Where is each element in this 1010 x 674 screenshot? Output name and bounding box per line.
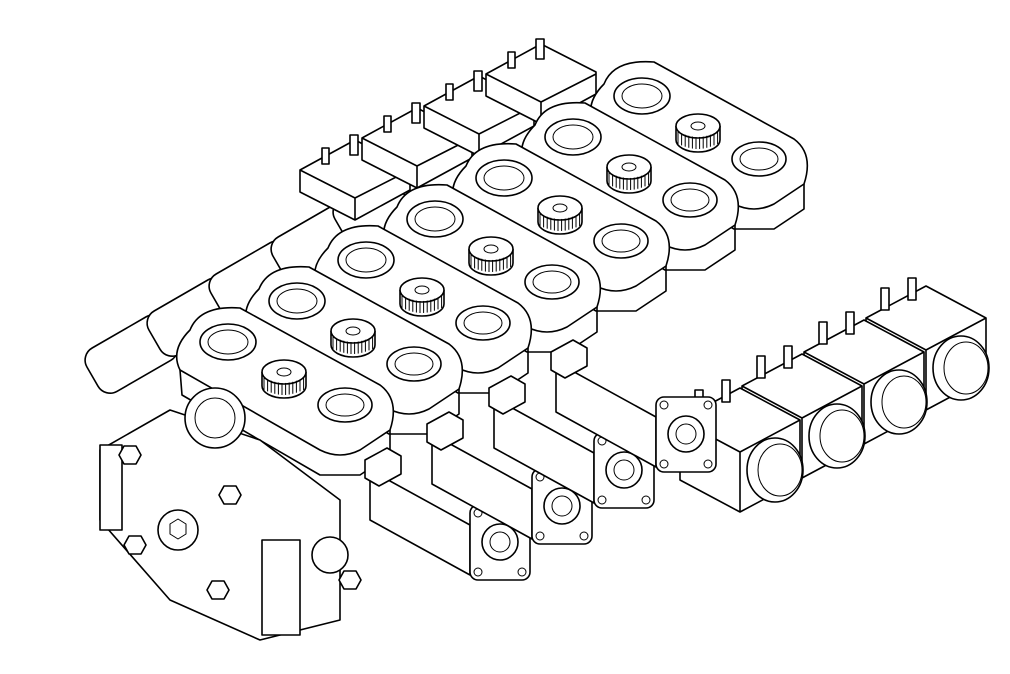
port-circle-inner <box>483 165 525 191</box>
bolt-head <box>597 495 607 505</box>
spool-end-hole <box>551 495 573 517</box>
connector-pin <box>535 38 545 60</box>
connector-pin <box>473 70 483 92</box>
connector-pin <box>349 134 359 156</box>
port-circle-inner <box>739 147 779 171</box>
coil-end-face <box>943 341 989 395</box>
connector-edges <box>361 137 473 188</box>
coil-end-face <box>757 443 803 497</box>
mounting-foot <box>99 444 123 531</box>
hex-nut <box>338 570 362 590</box>
knob-center <box>276 367 292 377</box>
valve-section <box>313 224 533 394</box>
connector-pin <box>880 287 890 311</box>
spool-end-hole <box>675 423 697 445</box>
spool-cap <box>488 375 655 509</box>
connector-pin <box>756 355 766 379</box>
bolt-head <box>703 459 713 469</box>
inlet-cover <box>99 387 362 641</box>
spool-end-hole <box>489 531 511 553</box>
hex-nut <box>118 445 142 465</box>
connector-pin <box>411 102 421 124</box>
port-circle-inner <box>532 270 572 294</box>
mounting-foot <box>261 539 301 636</box>
hex-nut <box>218 485 242 505</box>
port-circle-inner <box>463 311 503 335</box>
valve-section <box>451 142 671 312</box>
hex-fitting <box>426 411 464 451</box>
port-circle-inner <box>621 83 663 109</box>
port-circle-inner <box>345 247 387 273</box>
port-circle-inner <box>670 188 710 212</box>
knob-center <box>414 285 430 295</box>
front-layer <box>99 277 990 641</box>
connector-pin <box>783 345 793 369</box>
bolt-head <box>473 567 483 577</box>
connector-pin <box>721 379 731 403</box>
hex-nut <box>206 580 230 600</box>
knob-center <box>483 244 499 254</box>
knob-center <box>690 121 706 131</box>
gauge-port <box>311 536 349 574</box>
inlet-port-inner <box>194 397 236 439</box>
bolt-head <box>659 459 669 469</box>
hex-socket <box>169 518 187 540</box>
hex-nut <box>123 535 147 555</box>
bolt-head <box>535 531 545 541</box>
valve-section <box>382 183 602 353</box>
coil-end-face <box>819 409 865 463</box>
bolt-head <box>641 495 651 505</box>
port-circle-inner <box>207 329 249 355</box>
port-circle-inner <box>552 124 594 150</box>
port-circle-inner <box>325 393 365 417</box>
hex-fitting <box>364 447 402 487</box>
connector-edges <box>299 169 411 220</box>
bolt-head <box>579 531 589 541</box>
valve-section <box>244 265 464 435</box>
connector-pin <box>383 115 392 133</box>
bolt-head <box>659 400 669 410</box>
connector-pin <box>445 83 454 101</box>
spool-end-hole <box>613 459 635 481</box>
valve-sections <box>175 60 809 476</box>
connector-pin <box>907 277 917 301</box>
knob-center <box>621 162 637 172</box>
bolt-head <box>703 400 713 410</box>
knob-center <box>552 203 568 213</box>
port-circle-inner <box>414 206 456 232</box>
connector-pin <box>507 51 516 69</box>
connector-pin <box>818 321 828 345</box>
hex-fitting <box>488 375 526 415</box>
port-circle-inner <box>601 229 641 253</box>
port-circle-inner <box>394 352 434 376</box>
spool-cap <box>426 411 593 545</box>
spool-cap <box>550 339 717 473</box>
port-circle-inner <box>276 288 318 314</box>
valve-section <box>520 101 740 271</box>
connector-pin <box>321 147 330 165</box>
connector-pin <box>845 311 855 335</box>
coil-end-face <box>881 375 927 429</box>
knob-center <box>345 326 361 336</box>
valve-section <box>175 306 395 476</box>
hex-fitting <box>550 339 588 379</box>
bolt-head <box>517 567 527 577</box>
